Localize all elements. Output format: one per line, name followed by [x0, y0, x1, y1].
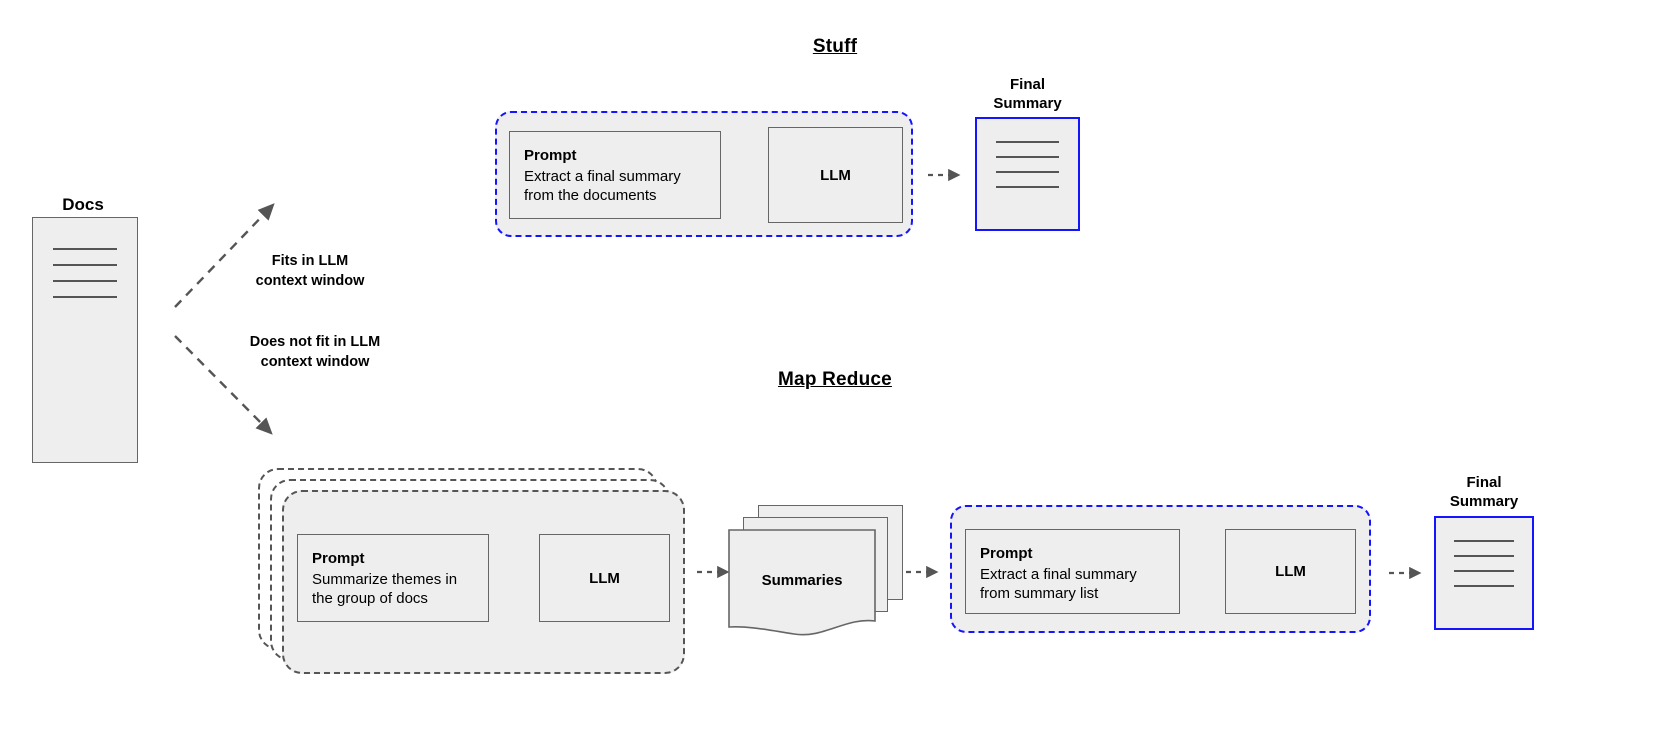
map-prompt-title: Prompt — [312, 550, 365, 567]
summary-line — [996, 141, 1059, 143]
summary-line — [996, 156, 1059, 158]
map-prompt-body: Summarize themes in the group of docs — [312, 570, 458, 608]
summary-line — [1454, 570, 1514, 572]
summary-line — [1454, 585, 1514, 587]
doc-line — [52, 296, 118, 298]
map-llm-label: LLM — [589, 569, 620, 587]
summaries-label: Summaries — [761, 572, 843, 589]
docs-lines — [33, 248, 137, 312]
summary-line — [1454, 555, 1514, 557]
map-prompt-box: Prompt Summarize themes in the group of … — [297, 534, 489, 622]
summaries-stack: Summaries — [728, 505, 903, 637]
summaries-page-front — [728, 529, 876, 636]
stuff-final-summary-box — [975, 117, 1080, 231]
reduce-prompt-box: Prompt Extract a final summary from summ… — [965, 529, 1180, 614]
reduce-prompt-body: Extract a final summary from summary lis… — [980, 565, 1137, 603]
summary-line — [996, 171, 1059, 173]
reduce-llm-box: LLM — [1225, 529, 1356, 614]
stuff-output-caption: Final Summary — [993, 76, 1062, 112]
reduce-prompt-title: Prompt — [980, 545, 1033, 562]
doc-line — [52, 280, 118, 282]
branch-label-fits: Fits in LLM context window — [255, 253, 365, 289]
map-llm-box: LLM — [539, 534, 670, 622]
stuff-prompt-title: Prompt — [524, 147, 577, 164]
map-reduce-final-summary-box — [1434, 516, 1534, 630]
map-reduce-output-lines — [1436, 540, 1532, 600]
summary-line — [996, 186, 1059, 188]
doc-line — [52, 264, 118, 266]
stuff-prompt-body: Extract a final summary from the documen… — [524, 167, 681, 205]
stuff-output-lines — [977, 141, 1078, 201]
section-title-map-reduce: Map Reduce — [778, 369, 892, 390]
branch-label-not-fits: Does not fit in LLM context window — [249, 334, 381, 370]
stuff-prompt-box: Prompt Extract a final summary from the … — [509, 131, 721, 219]
map-reduce-output-caption: Final Summary — [1449, 474, 1519, 510]
doc-line — [52, 248, 118, 250]
docs-box — [32, 217, 138, 463]
reduce-llm-label: LLM — [1275, 563, 1306, 580]
summary-line — [1454, 540, 1514, 542]
section-title-stuff: Stuff — [812, 36, 858, 57]
stuff-llm-box: LLM — [768, 127, 903, 223]
stuff-llm-label: LLM — [820, 166, 851, 184]
docs-caption: Docs — [62, 195, 104, 214]
